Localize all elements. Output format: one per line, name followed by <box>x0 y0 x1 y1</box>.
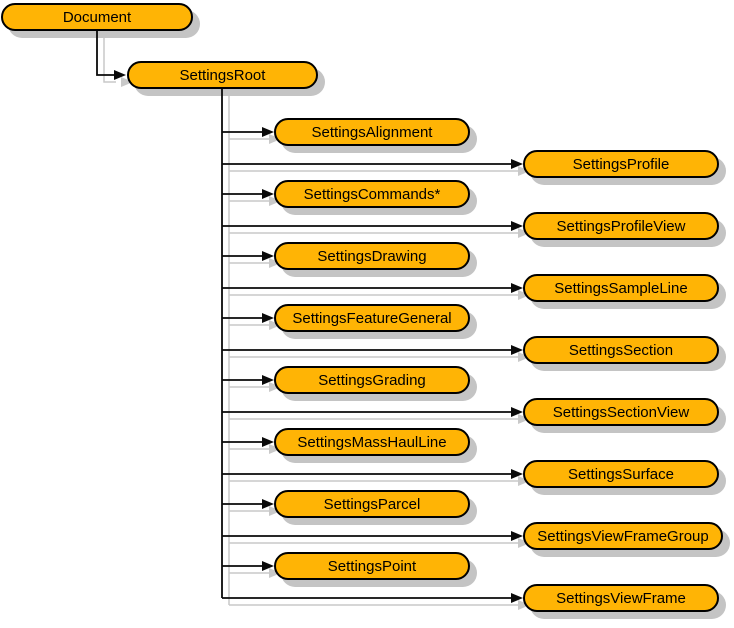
node-label: SettingsDrawing <box>317 247 427 265</box>
node-settings-view-frame-group[interactable]: SettingsViewFrameGroup <box>523 522 723 550</box>
node-label: SettingsGrading <box>318 371 426 389</box>
node-label: SettingsParcel <box>323 495 421 513</box>
node-settings-profile-view[interactable]: SettingsProfileView <box>523 212 719 240</box>
node-settings-profile[interactable]: SettingsProfile <box>523 150 719 178</box>
node-label: SettingsProfile <box>572 155 670 173</box>
node-settings-drawing[interactable]: SettingsDrawing <box>274 242 470 270</box>
node-document[interactable]: Document <box>1 3 193 31</box>
node-settings-point[interactable]: SettingsPoint <box>274 552 470 580</box>
node-label: SettingsFeatureGeneral <box>292 309 452 327</box>
node-label: SettingsViewFrame <box>556 589 686 607</box>
node-label: SettingsSurface <box>568 465 674 483</box>
node-label: Document <box>62 8 132 26</box>
node-settings-grading[interactable]: SettingsGrading <box>274 366 470 394</box>
node-settings-sample-line[interactable]: SettingsSampleLine <box>523 274 719 302</box>
node-settings-mass-haul-line[interactable]: SettingsMassHaulLine <box>274 428 470 456</box>
node-settings-root[interactable]: SettingsRoot <box>127 61 318 89</box>
node-label: SettingsSampleLine <box>554 279 688 297</box>
node-label: SettingsProfileView <box>556 217 686 235</box>
node-settings-view-frame[interactable]: SettingsViewFrame <box>523 584 719 612</box>
node-settings-section-view[interactable]: SettingsSectionView <box>523 398 719 426</box>
connector-lines <box>96 31 523 603</box>
node-settings-section[interactable]: SettingsSection <box>523 336 719 364</box>
node-label: SettingsPoint <box>327 557 417 575</box>
node-label: SettingsSection <box>568 341 674 359</box>
node-label: SettingsAlignment <box>311 123 433 141</box>
node-settings-alignment[interactable]: SettingsAlignment <box>274 118 470 146</box>
node-label: SettingsSectionView <box>552 403 690 421</box>
node-settings-commands[interactable]: SettingsCommands* <box>274 180 470 208</box>
node-settings-parcel[interactable]: SettingsParcel <box>274 490 470 518</box>
node-label: SettingsCommands* <box>303 185 441 203</box>
node-settings-feature-general[interactable]: SettingsFeatureGeneral <box>274 304 470 332</box>
node-label: SettingsRoot <box>179 66 266 84</box>
node-settings-surface[interactable]: SettingsSurface <box>523 460 719 488</box>
node-label: SettingsMassHaulLine <box>297 433 447 451</box>
node-label: SettingsViewFrameGroup <box>537 527 709 545</box>
